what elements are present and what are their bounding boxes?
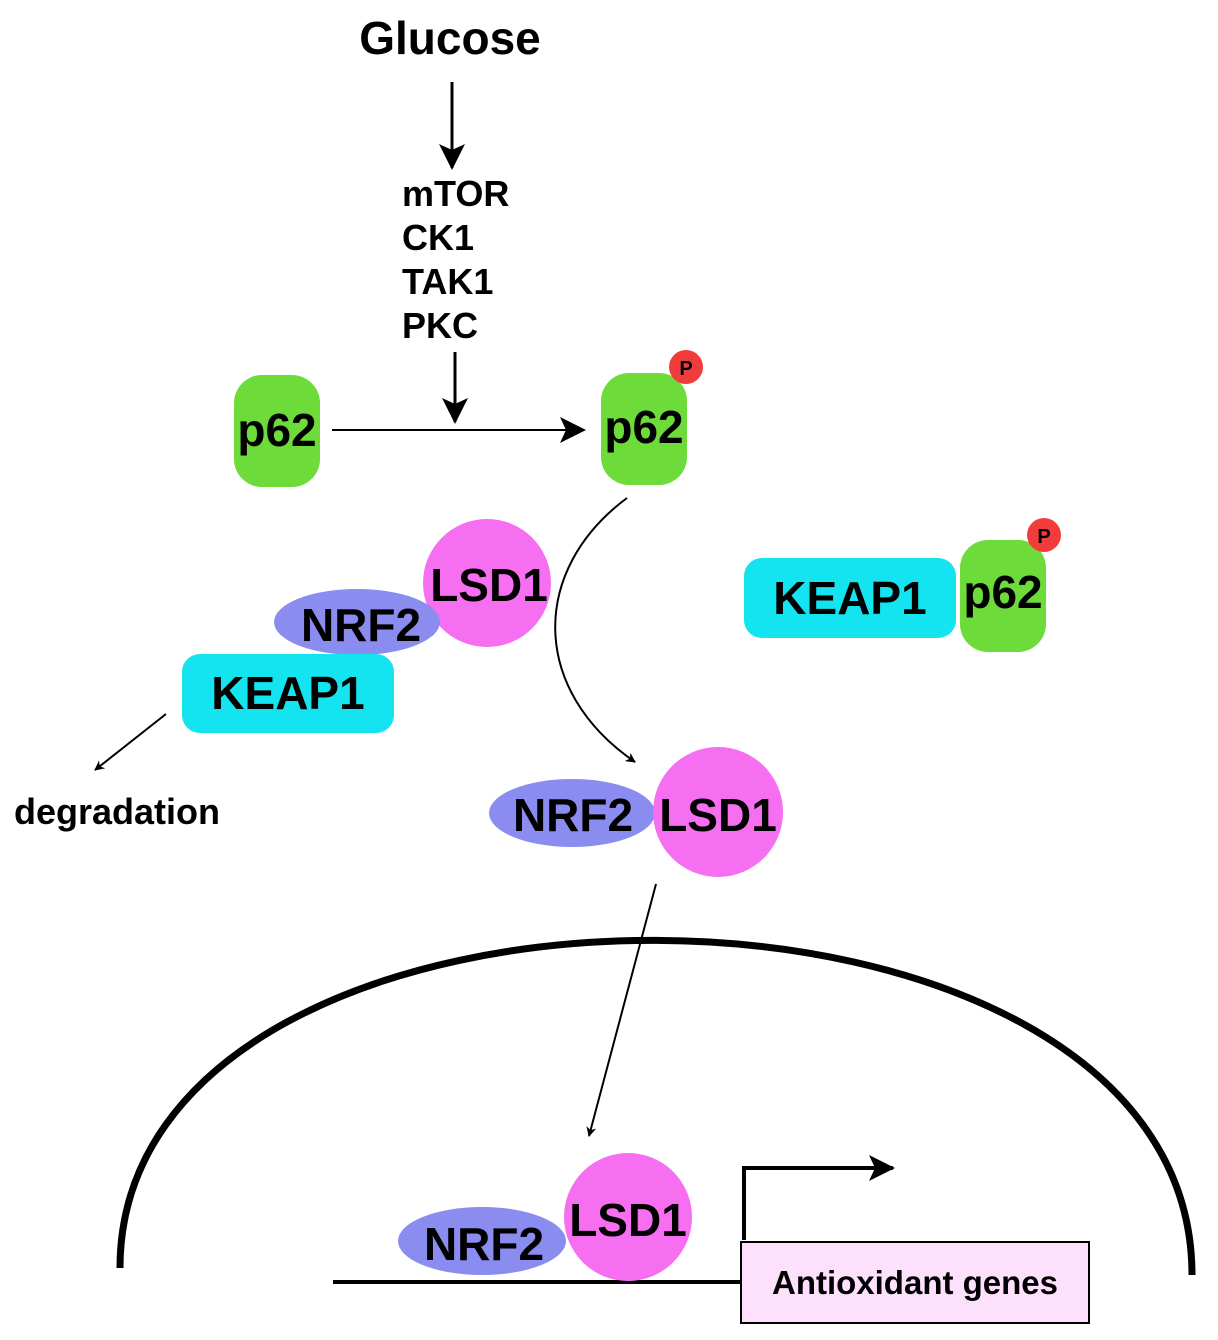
lsd1-label-free: LSD1	[659, 789, 777, 841]
p62-box	[234, 375, 320, 487]
phospho-badge-keap1-complex	[1027, 518, 1061, 552]
p62-phospho-box	[601, 373, 687, 485]
lsd1-circle-free	[653, 747, 783, 877]
nrf2-label-nucleus: NRF2	[424, 1218, 544, 1270]
keap1-label-p62-complex: KEAP1	[773, 572, 926, 624]
phospho-badge-label: P	[679, 358, 692, 380]
nrf2-ellipse-free	[489, 779, 655, 847]
phospho-badge	[669, 350, 703, 384]
degradation-label: degradation	[14, 791, 220, 832]
antioxidant-genes-box	[740, 1241, 1090, 1324]
glucose-label: Glucose	[359, 12, 541, 64]
nrf2-label-complex: NRF2	[301, 599, 421, 651]
nrf2-ellipse-complex	[274, 589, 440, 655]
p62-label: p62	[237, 404, 316, 456]
kinase-mtor: mTOR	[402, 173, 509, 214]
lsd1-circle-nucleus	[564, 1153, 692, 1281]
p62-label-keap1-complex: p62	[963, 566, 1042, 618]
transcription-arrow	[742, 1155, 895, 1240]
kinase-ck1: CK1	[402, 217, 474, 258]
keap1-box-p62-complex	[744, 558, 956, 638]
kinase-tak1: TAK1	[402, 261, 493, 302]
lsd1-label-nucleus: LSD1	[569, 1194, 687, 1246]
release-curve-arrow	[554, 497, 636, 763]
nrf2-ellipse-nucleus	[398, 1207, 566, 1275]
nucleus-membrane	[116, 936, 1196, 1276]
antioxidant-genes-label: Antioxidant genes	[772, 1264, 1058, 1301]
keap1-box-complex	[182, 654, 394, 733]
phospho-badge-label-keap1-complex: P	[1037, 526, 1050, 548]
kinase-pkc: PKC	[402, 305, 478, 346]
lsd1-circle-complex	[423, 519, 551, 647]
degradation-arrow	[94, 713, 167, 771]
p62-box-keap1-complex	[960, 540, 1046, 652]
p62-phospho-label: p62	[604, 401, 683, 453]
keap1-label-complex: KEAP1	[211, 667, 364, 719]
lsd1-label-complex: LSD1	[430, 559, 548, 611]
nrf2-label-free: NRF2	[513, 789, 633, 841]
translocation-arrow	[586, 883, 657, 1137]
